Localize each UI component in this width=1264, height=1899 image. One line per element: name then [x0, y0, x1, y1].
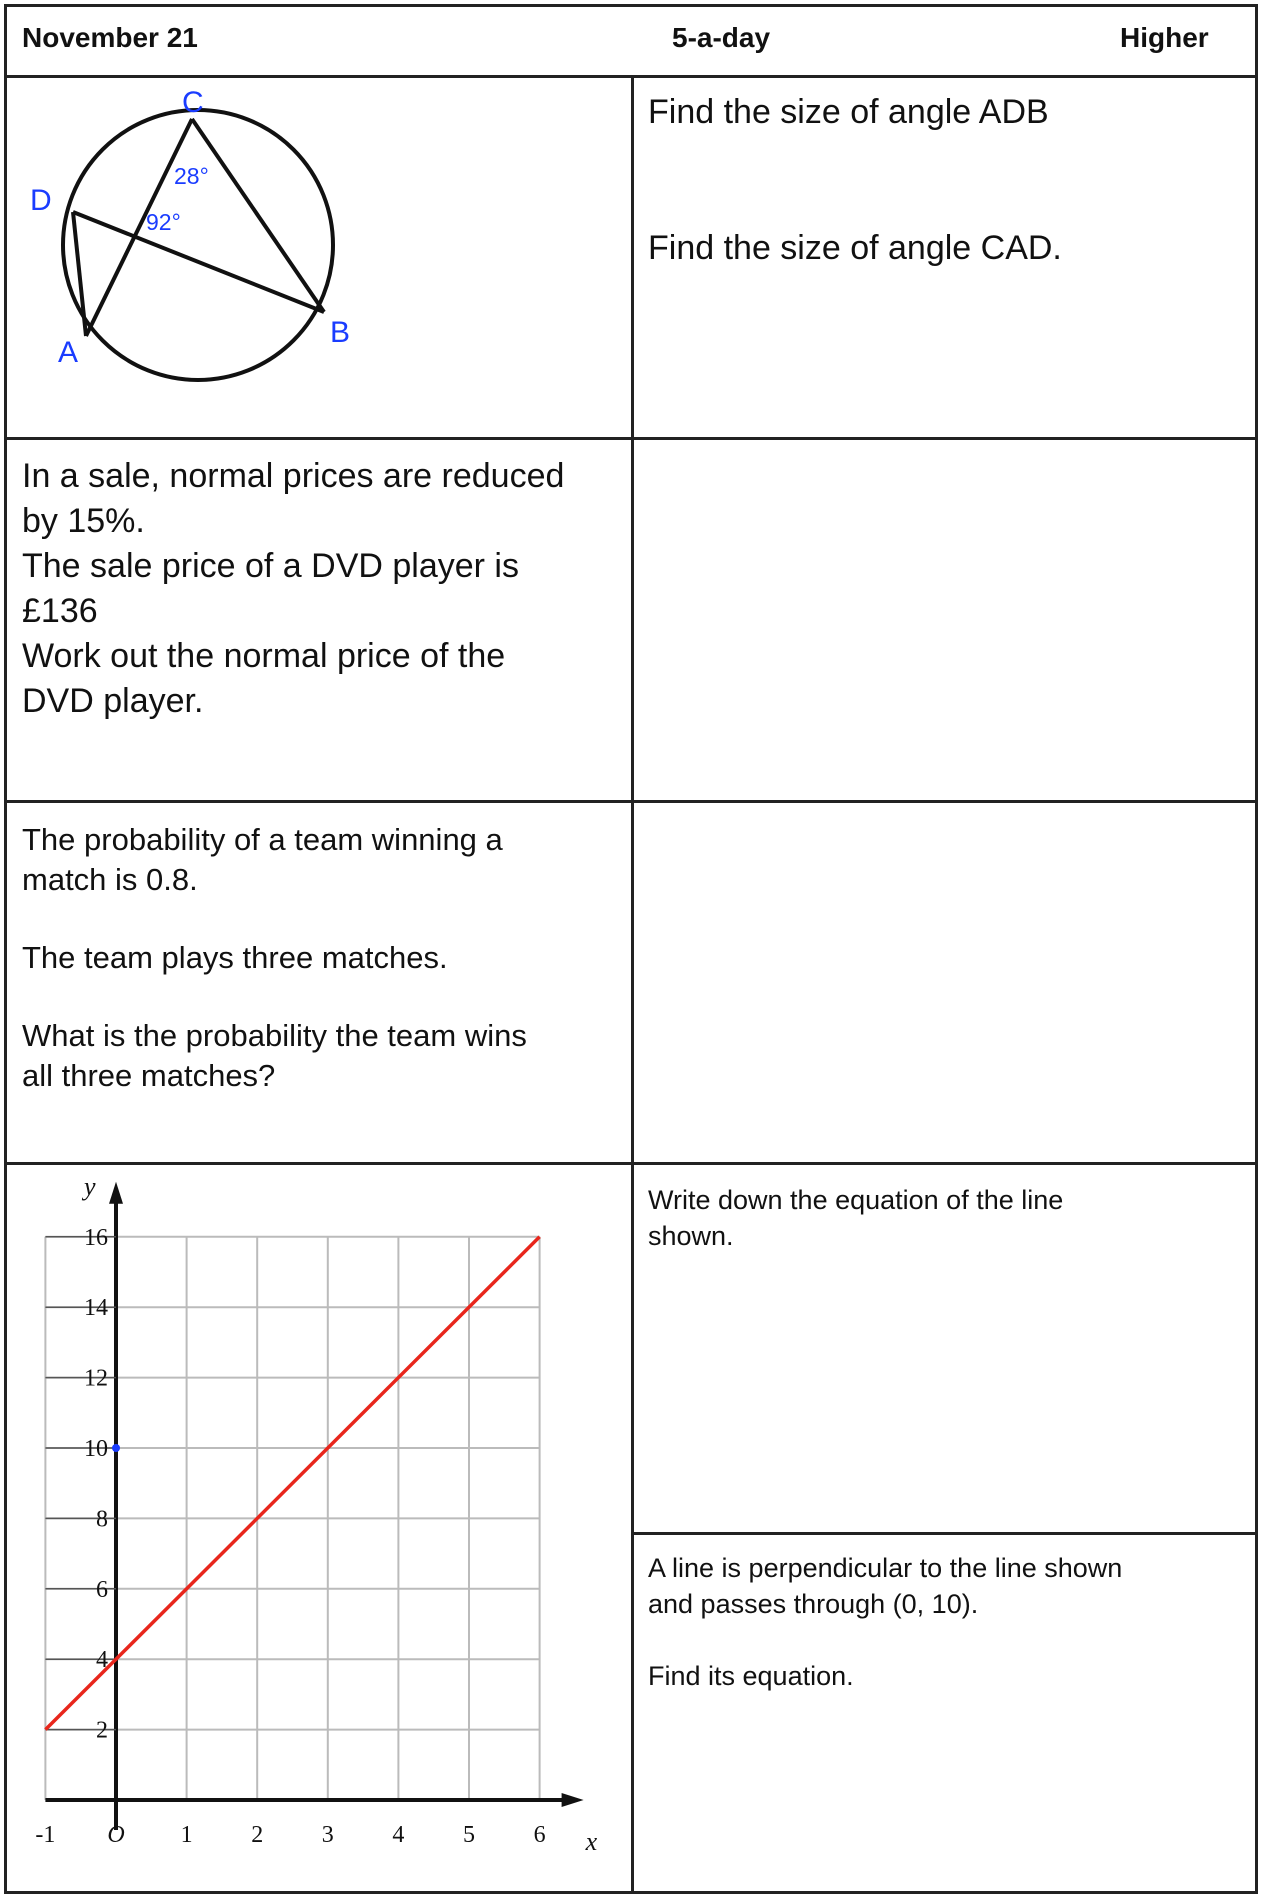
row4-split-divider: [632, 1532, 1258, 1535]
y-tick-label: 4: [96, 1647, 108, 1673]
chord-db: [72, 210, 325, 314]
q2-line: DVD player.: [22, 682, 204, 720]
y-tick-label: 16: [84, 1225, 108, 1251]
label-a: A: [58, 336, 78, 369]
q4-part-b: A line is perpendicular to the line show…: [648, 1550, 1122, 1694]
angle-28-label: 28°: [174, 163, 209, 189]
label-c: C: [182, 86, 204, 119]
q3-line: What is the probability the team wins: [22, 1018, 527, 1053]
x-tick-label: -1: [35, 1822, 55, 1848]
series-line: [44, 1235, 541, 1731]
q2-text: In a sale, normal prices are reduced by …: [22, 454, 622, 724]
axes: [45, 1181, 584, 1830]
chord-ca: [84, 118, 194, 337]
q4-part-a: Write down the equation of the line show…: [648, 1182, 1063, 1254]
series: [44, 1235, 541, 1731]
header-date: November 21: [22, 22, 198, 53]
y-tick-label: 14: [84, 1295, 108, 1321]
x-tick-label: 2: [251, 1822, 263, 1848]
grid: [44, 1235, 541, 1800]
chord-da: [71, 211, 88, 337]
x-axis-arrow: [561, 1793, 584, 1807]
x-axis-label: x: [585, 1827, 598, 1856]
label-d: D: [30, 184, 52, 217]
circle: [61, 108, 335, 382]
q2-line: The sale price of a DVD player is: [22, 547, 519, 585]
q4-part-b-line: and passes through (0, 10).: [648, 1589, 979, 1619]
q1-part-b: Find the size of angle CAD.: [648, 229, 1062, 267]
q2-line: £136: [22, 592, 98, 630]
y-tick-label: 8: [96, 1506, 108, 1532]
x-tick-label: 4: [392, 1822, 404, 1848]
x-tick-label: O: [107, 1822, 124, 1848]
y-tick-label: 10: [84, 1436, 108, 1462]
x-tick-label: 5: [463, 1822, 475, 1848]
chord-cb: [190, 117, 326, 314]
q3-line: The probability of a team winning a: [22, 822, 503, 857]
header-level: Higher: [1120, 22, 1209, 53]
q3-text: The probability of a team winning a matc…: [22, 820, 622, 1096]
label-b: B: [330, 316, 350, 349]
y-tick-label: 12: [84, 1366, 108, 1392]
header-title: 5-a-day: [672, 22, 771, 53]
circle-theorem-diagram: C D A B 28° 92°: [30, 86, 350, 382]
q2-line: Work out the normal price of the: [22, 637, 506, 675]
highlight-point: [112, 1444, 120, 1452]
q2-line: by 15%.: [22, 502, 145, 540]
q4-part-b-line: Find its equation.: [648, 1661, 854, 1691]
column-divider: [631, 75, 634, 1893]
x-tick-label: 3: [322, 1822, 334, 1848]
y-tick-label: 6: [96, 1577, 108, 1603]
q4-part-a-line: Write down the equation of the line: [648, 1185, 1064, 1215]
q3-line: match is 0.8.: [22, 862, 198, 897]
y-axis-arrow: [109, 1181, 123, 1204]
q4-part-b-line: A line is perpendicular to the line show…: [648, 1553, 1123, 1583]
x-tick-label: 6: [534, 1822, 546, 1848]
y-axis-label: y: [81, 1172, 96, 1201]
x-tick-label: 1: [181, 1822, 193, 1848]
q1-part-a: Find the size of angle ADB: [648, 93, 1049, 131]
angle-92-label: 92°: [146, 209, 181, 235]
q3-line: The team plays three matches.: [22, 940, 448, 975]
q2-line: In a sale, normal prices are reduced: [22, 457, 565, 495]
q4-part-a-line: shown.: [648, 1221, 734, 1251]
y-tick-label: 2: [96, 1718, 108, 1744]
q3-line: all three matches?: [22, 1058, 276, 1093]
